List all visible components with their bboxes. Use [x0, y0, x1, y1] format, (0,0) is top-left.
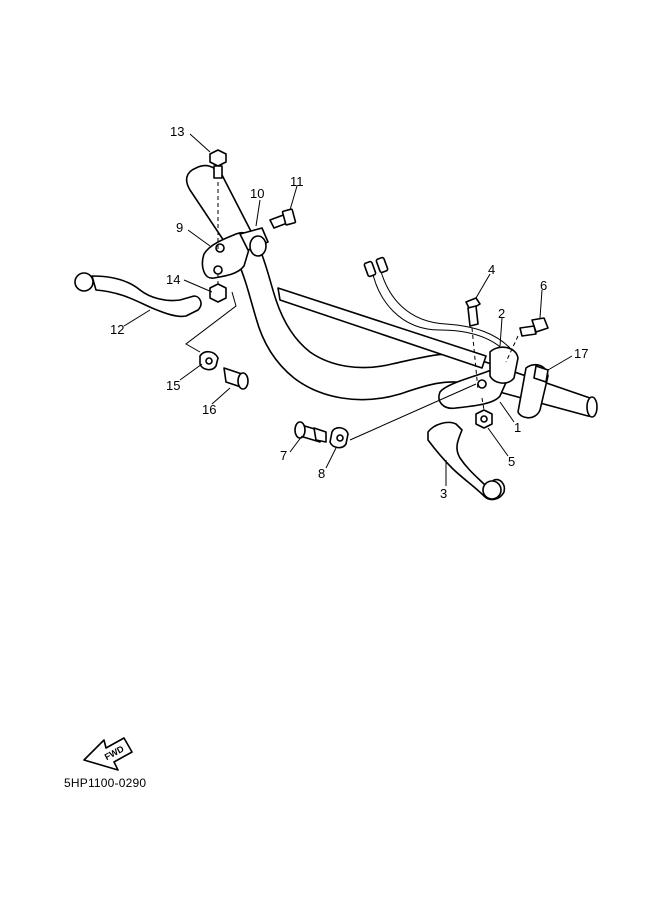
callout-14: 14 — [166, 272, 180, 287]
nut-14 — [209, 283, 227, 303]
adjuster-leaders — [185, 291, 477, 441]
handlebar — [185, 164, 598, 418]
lever-left — [74, 272, 202, 318]
callout-2: 2 — [498, 306, 505, 321]
callout-6: 6 — [540, 278, 547, 293]
screw-11 — [269, 208, 297, 229]
callout-8: 8 — [318, 466, 325, 481]
lever-right — [427, 421, 506, 501]
callout-7: 7 — [280, 448, 287, 463]
bolt-13 — [209, 149, 227, 179]
throttle-housing — [517, 363, 549, 419]
callout-3: 3 — [440, 486, 447, 501]
callout-17: 17 — [574, 346, 588, 361]
callout-16: 16 — [202, 402, 216, 417]
callout-11: 11 — [290, 174, 304, 189]
callout-12: 12 — [110, 322, 124, 337]
adjuster-7 — [294, 421, 327, 443]
callout-10: 10 — [250, 186, 264, 201]
fwd-arrow-icon: FWD — [83, 737, 133, 771]
locknut-8 — [329, 426, 349, 449]
lever-holder-right — [438, 346, 519, 410]
lever-holder-left — [201, 227, 269, 279]
bolt-4 — [465, 297, 481, 327]
callout-labels: 1 2 3 4 5 6 7 8 9 10 11 12 13 14 15 16 1… — [110, 124, 588, 501]
callout-5: 5 — [508, 454, 515, 469]
reference-code: 5HP1100-0290 — [64, 776, 146, 790]
nut-5 — [475, 409, 493, 429]
callout-1: 1 — [514, 420, 521, 435]
callout-9: 9 — [176, 220, 183, 235]
assembly-lines — [217, 182, 519, 411]
callout-13: 13 — [170, 124, 184, 139]
locknut-15 — [199, 350, 219, 371]
callout-leaders — [123, 133, 573, 486]
bolt-6 — [519, 317, 549, 337]
adjuster-16 — [223, 367, 249, 390]
callout-4: 4 — [488, 262, 495, 277]
switch-wires — [363, 256, 511, 353]
callout-15: 15 — [166, 378, 180, 393]
